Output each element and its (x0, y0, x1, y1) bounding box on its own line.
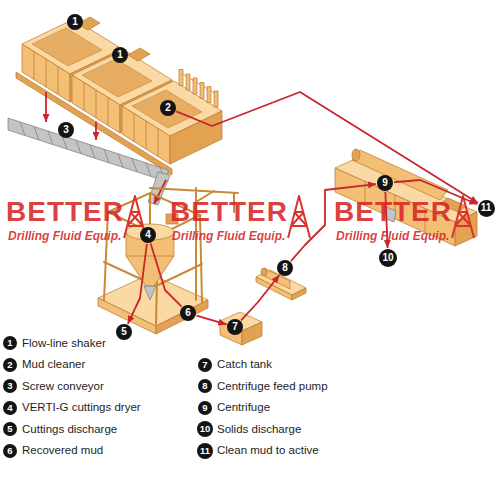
callout-number: 9 (377, 175, 393, 191)
legend-text: Recovered mud (22, 444, 103, 457)
callout-number: 10 (379, 249, 397, 267)
callout-number: 8 (277, 260, 293, 276)
legend-text: Cuttings discharge (22, 423, 117, 436)
callout-text: 2 (165, 103, 171, 113)
cuttings-dryer (126, 256, 174, 257)
callout-text: 4 (145, 230, 151, 240)
flow-line (241, 275, 279, 320)
callout-text: 10 (382, 253, 393, 263)
flow-line-shaker (34, 52, 58, 95)
legend-text: Screw conveyor (22, 380, 104, 393)
watermark-derrick (288, 196, 310, 238)
callout-number: 1 (112, 47, 128, 63)
mud-cleaner (179, 70, 183, 86)
watermark-text: Drilling Fluid Equip. (8, 230, 121, 243)
legend-number: 4 (3, 401, 17, 415)
flow-line-shaker (82, 59, 152, 97)
flow-line (197, 316, 227, 325)
callout-number: 6 (180, 305, 196, 321)
mud-cleaner (132, 90, 202, 128)
callout-text: 1 (72, 17, 78, 27)
callout-text: 9 (382, 178, 388, 188)
screw-conveyor (8, 118, 170, 205)
legend-number: 8 (198, 379, 212, 393)
legend-number: 10 (197, 421, 213, 437)
mud-cleaner (134, 114, 158, 157)
centrifuge (352, 149, 360, 161)
flow-line-shaker (32, 28, 102, 66)
legend-number: 5 (3, 422, 17, 436)
legend-number: 7 (198, 358, 212, 372)
centrifuge (335, 149, 477, 246)
legend-text: Centrifuge feed pump (217, 380, 328, 393)
legend-number: 9 (198, 401, 212, 415)
callout-text: 8 (282, 263, 288, 273)
watermark-text: BETTER (334, 197, 452, 228)
legend-number: 3 (3, 379, 17, 393)
screw-conveyor (8, 118, 168, 182)
mud-cleaner (122, 70, 222, 165)
mud-cleaner (179, 72, 218, 95)
feed-pump (292, 288, 306, 300)
legend-text: Clean mud to active (217, 444, 319, 457)
watermark-text: BETTER (6, 197, 124, 228)
legend-text: Centrifuge (217, 401, 270, 414)
watermark-text: Drilling Fluid Equip. (336, 230, 449, 243)
callout-number: 4 (140, 227, 156, 243)
callout-number: 11 (478, 200, 495, 217)
callout-text: 7 (232, 322, 238, 332)
cuttings-dryer (144, 286, 156, 300)
callout-number: 2 (160, 100, 176, 116)
callout-text: 5 (121, 327, 127, 337)
flow-line (151, 244, 182, 307)
cuttings-flow-arrow (95, 122, 97, 140)
flow-line (128, 244, 147, 324)
cuttings-flow-arrow (154, 180, 166, 204)
legend-number: 2 (3, 358, 17, 372)
callout-number: 5 (116, 324, 132, 340)
mud-cleaner (207, 87, 211, 103)
legend-number: 1 (3, 336, 17, 350)
callout-text: 6 (185, 308, 191, 318)
legend-text: Solids discharge (217, 423, 301, 436)
legend-text: VERTI-G cuttings dryer (22, 401, 141, 414)
flow-line-shaker (84, 83, 108, 126)
callout-text: 1 (117, 50, 123, 60)
catch-tank (220, 312, 262, 345)
legend-number: 11 (197, 443, 213, 459)
flow-line-shaker (128, 48, 150, 61)
legend-text: Flow-line shaker (22, 337, 106, 350)
cuttings-flow-arrow (46, 92, 166, 204)
watermark-text: Drilling Fluid Equip. (172, 230, 285, 243)
screw-conveyor (20, 122, 165, 181)
callout-number: 7 (227, 319, 243, 335)
legend-text: Mud cleaner (22, 358, 85, 371)
legend-number: 6 (3, 444, 17, 458)
feed-pump (261, 268, 267, 276)
watermark-text: BETTER (170, 197, 288, 228)
mud-cleaner (200, 83, 204, 99)
callout-text: 11 (481, 203, 492, 213)
legend-text: Catch tank (217, 358, 272, 371)
mud-cleaner (186, 74, 190, 90)
mud-cleaner (214, 91, 218, 107)
mud-cleaner (193, 78, 197, 94)
cuttings-flow-arrow (45, 92, 47, 122)
catch-tank (242, 322, 262, 345)
callout-number: 3 (58, 122, 74, 138)
callout-text: 3 (63, 125, 69, 135)
callout-number: 1 (67, 14, 83, 30)
